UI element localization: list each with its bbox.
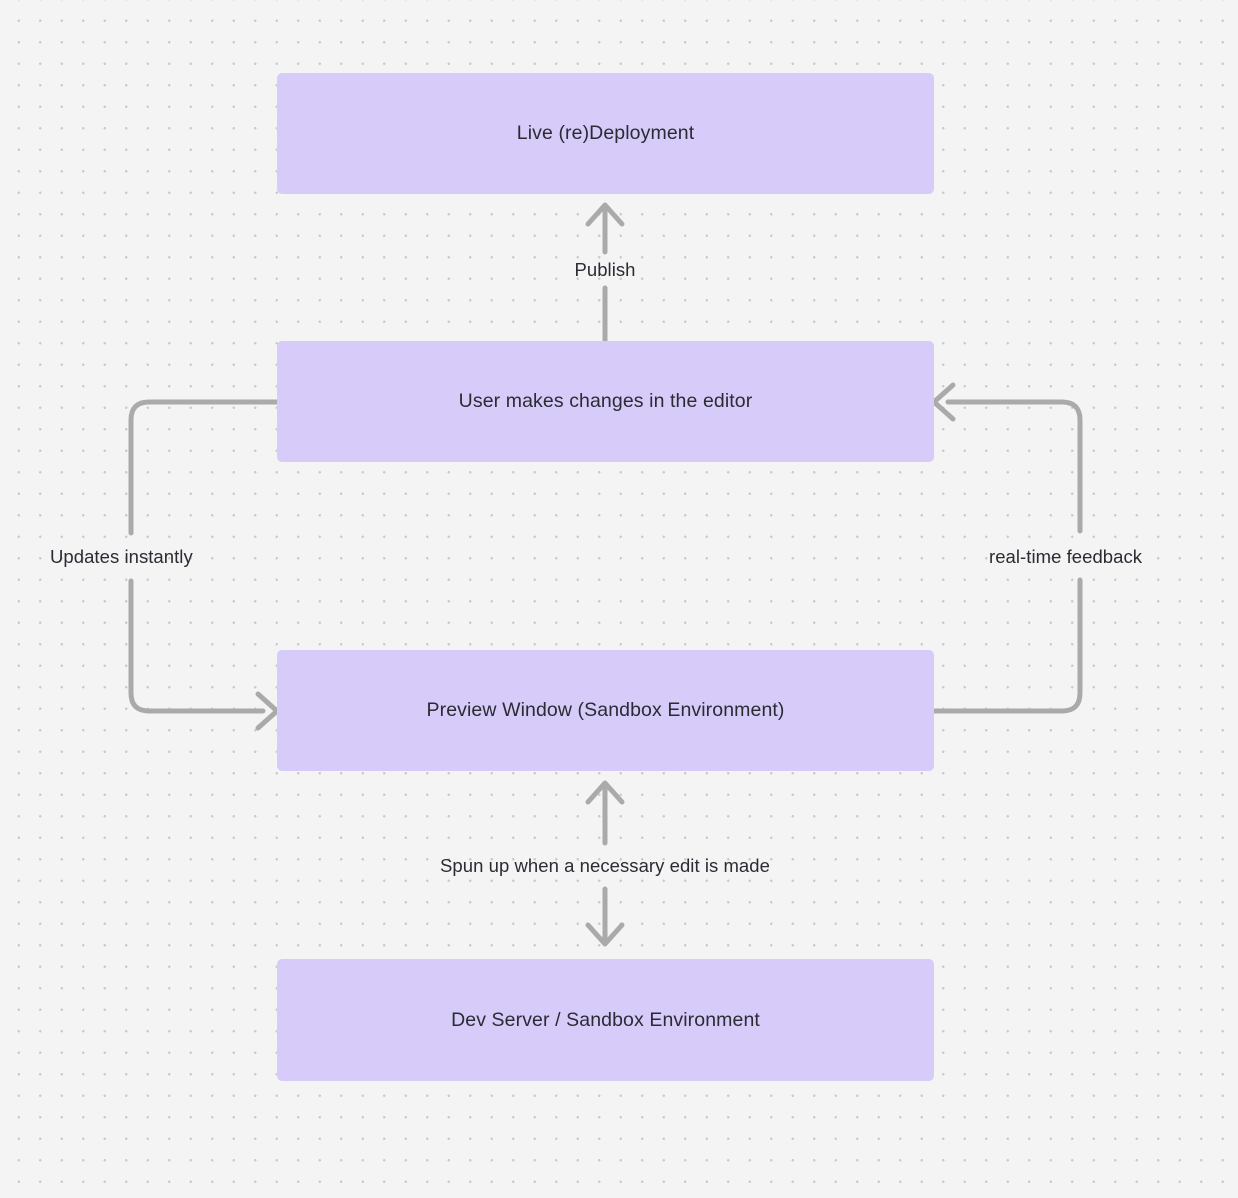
node-user-edits-label: User makes changes in the editor bbox=[458, 390, 753, 413]
edge-real-time-feedback-arrowhead bbox=[931, 382, 956, 422]
node-dev-server-label: Dev Server / Sandbox Environment bbox=[451, 1008, 760, 1031]
node-preview-window-label: Preview Window (Sandbox Environment) bbox=[426, 699, 785, 722]
edge-label-real-time-feedback: real-time feedback bbox=[989, 545, 1143, 567]
edge-label-spun-up: Spun up when a necessary edit is made bbox=[440, 854, 770, 876]
edge-label-updates-instantly: Updates instantly bbox=[50, 545, 193, 567]
edge-publish-arrowhead bbox=[585, 202, 625, 227]
edge-label-publish: Publish bbox=[574, 258, 636, 280]
node-live-deployment[interactable]: Live (re)Deployment bbox=[277, 73, 934, 194]
node-user-edits[interactable]: User makes changes in the editor bbox=[277, 341, 934, 462]
node-live-deployment-label: Live (re)Deployment bbox=[516, 122, 695, 145]
node-preview-window[interactable]: Preview Window (Sandbox Environment) bbox=[277, 650, 934, 771]
edge-updates-instantly-path-lower bbox=[128, 578, 266, 714]
edge-real-time-feedback-path-upper bbox=[945, 399, 1083, 534]
edge-real-time-feedback-path-lower bbox=[931, 577, 1083, 714]
edge-updates-instantly-arrowhead bbox=[255, 691, 280, 731]
edge-updates-instantly-path-upper bbox=[128, 399, 280, 536]
node-dev-server[interactable]: Dev Server / Sandbox Environment bbox=[277, 959, 934, 1081]
edge-spun-up-arrowhead-down bbox=[585, 922, 625, 947]
edge-spun-up-arrowhead-up bbox=[585, 780, 625, 805]
